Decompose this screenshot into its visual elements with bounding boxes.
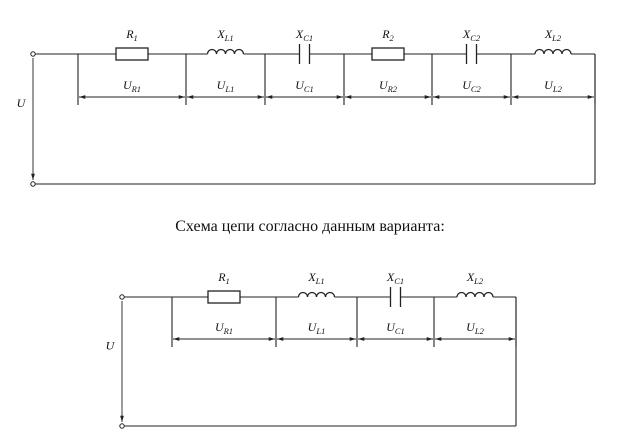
voltage-label-C2: UC2: [462, 78, 481, 94]
voltage-label-L1: UL1: [308, 320, 326, 336]
voltage-label-L2: UL2: [466, 320, 484, 336]
voltage-label-R2: UR2: [379, 78, 398, 94]
terminal-top: [30, 51, 36, 57]
inductor-L2: [534, 48, 572, 55]
element-label-C2: XC2: [462, 27, 481, 43]
element-label-1: R1: [125, 27, 138, 43]
resistor-2: [371, 47, 405, 61]
element-label-1: R1: [217, 270, 230, 286]
voltage-label-R1: UR1: [123, 78, 141, 94]
variant-caption: Схема цепи согласно данным варианта:: [175, 218, 445, 235]
voltage-label-C1: UC1: [386, 320, 405, 336]
source-voltage-label: U: [17, 96, 27, 110]
terminal-top: [119, 294, 125, 300]
element-label-2: R2: [381, 27, 394, 43]
voltage-label-L1: UL1: [217, 78, 235, 94]
element-label-L2: XL2: [544, 27, 562, 43]
element-label-C1: XC1: [295, 27, 313, 43]
source-voltage-label: U: [106, 339, 116, 353]
element-label-L1: XL1: [216, 27, 233, 43]
resistor-1: [207, 290, 241, 304]
voltage-label-R1: UR1: [215, 320, 233, 336]
element-label-L2: XL2: [466, 270, 484, 286]
terminal-bottom: [119, 423, 125, 429]
inductor-L1: [206, 48, 245, 55]
inductor-L2: [456, 291, 494, 298]
voltage-label-L2: UL2: [544, 78, 562, 94]
terminal-bottom: [30, 181, 36, 187]
element-label-L1: XL1: [307, 270, 324, 286]
voltage-label-C1: UC1: [295, 78, 314, 94]
resistor-1: [115, 47, 149, 61]
inductor-L1: [297, 291, 336, 298]
element-label-C1: XC1: [386, 270, 404, 286]
